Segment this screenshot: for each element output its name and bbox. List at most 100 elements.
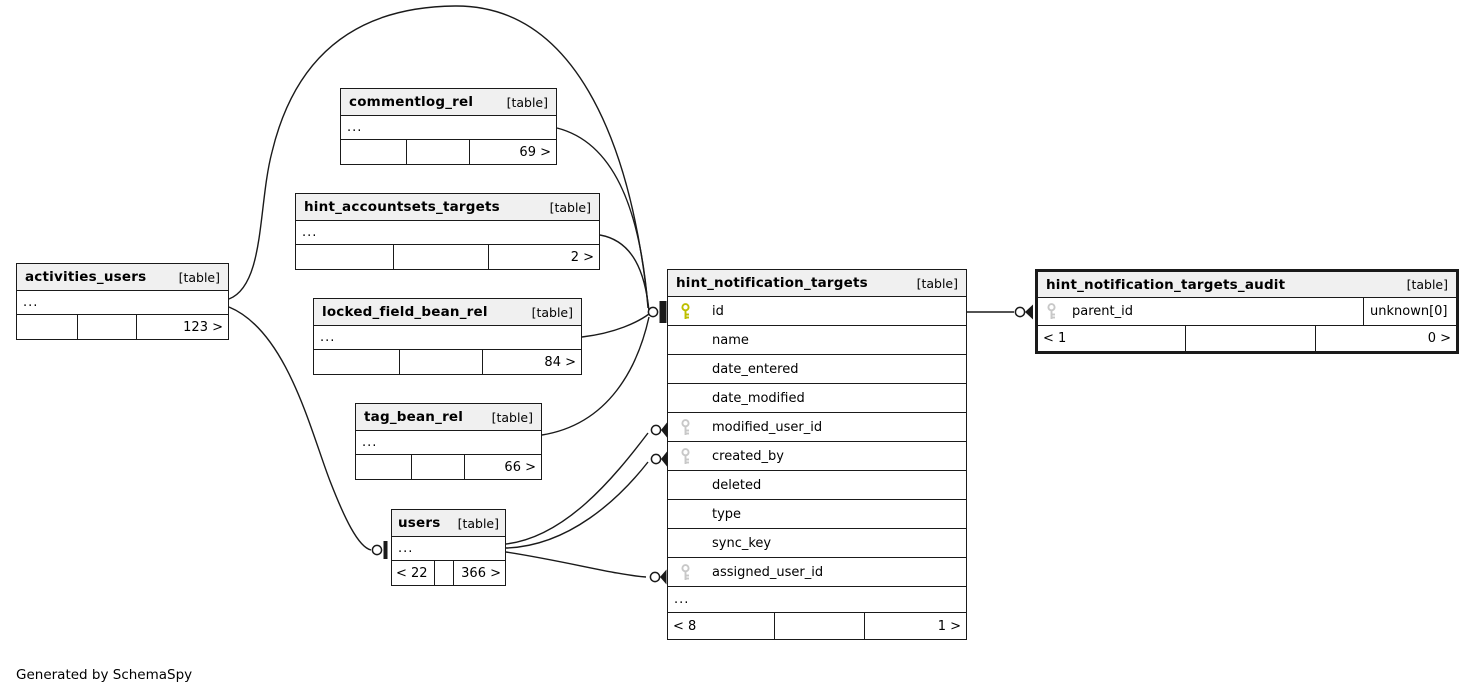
column-row-id: id	[668, 297, 966, 326]
table-type-label: [table]	[506, 94, 548, 110]
table-tag_bean_rel: tag_bean_rel [table] ... 66 >	[355, 403, 542, 480]
edge-users-to-modified_user_id	[505, 432, 649, 545]
table-title-hint_notification_targets_audit[interactable]: hint_notification_targets_audit	[1046, 276, 1286, 293]
edge-locked_field_bean_rel-to-id	[581, 313, 650, 338]
columns-ellipsis: ...	[362, 435, 378, 450]
pager-mid	[399, 350, 482, 374]
pager-left: < 1	[1043, 331, 1067, 346]
pager-mid	[406, 140, 469, 164]
pager-right: 66 >	[464, 455, 541, 479]
column-row-date_entered: date_entered	[668, 355, 966, 384]
column-row-assigned_user_id: assigned_user_id	[668, 558, 966, 587]
marker-crow-created_by	[661, 451, 667, 467]
table-title-hint_notification_targets[interactable]: hint_notification_targets	[676, 275, 868, 291]
pager-left	[341, 140, 406, 164]
pager-mid	[434, 561, 453, 585]
column-name: id	[712, 303, 724, 319]
edge-users-to-assigned_user_id	[505, 551, 647, 578]
columns-ellipsis: ...	[302, 225, 318, 240]
pager-mid	[411, 455, 464, 479]
pager-mid	[774, 613, 864, 639]
pager-mid	[77, 315, 136, 339]
table-pager: 69 >	[341, 139, 556, 164]
table-pager: 66 >	[356, 454, 541, 479]
marker-odot-created_by	[650, 453, 662, 465]
table-users: users [table] ... < 22 366 >	[391, 509, 506, 586]
column-name: assigned_user_id	[712, 564, 824, 580]
pager-right: 2 >	[488, 245, 599, 269]
table-type-label: [table]	[491, 409, 533, 425]
pager-right: 123 >	[136, 315, 228, 339]
marker-crow-audit-parent_id	[1025, 304, 1033, 320]
marker-odot-assigned_user_id	[649, 571, 661, 583]
marker-tee-users	[383, 541, 388, 559]
table-title-tag_bean_rel[interactable]: tag_bean_rel	[364, 409, 464, 425]
column-type-note: unknown[0]	[1363, 298, 1456, 325]
pager-left	[17, 315, 77, 339]
column-name: parent_id	[1072, 304, 1133, 319]
pager-left: < 22	[396, 565, 428, 581]
table-pager: 123 >	[17, 314, 228, 339]
edge-users-to-created_by	[505, 461, 649, 549]
marker-odot-id	[647, 306, 659, 318]
columns-ellipsis: ...	[320, 330, 336, 345]
edge-commentlog_rel-to-id	[556, 127, 649, 309]
foreign-key-icon	[681, 418, 690, 435]
table-header: users [table]	[392, 510, 505, 537]
table-header: tag_bean_rel [table]	[356, 404, 541, 431]
edge-activities_users-to-users	[228, 306, 372, 551]
edge-tag_bean_rel-to-id	[541, 316, 650, 436]
table-title-hint_accountsets_targets[interactable]: hint_accountsets_targets	[304, 199, 500, 215]
column-name: modified_user_id	[712, 419, 823, 435]
table-title-users[interactable]: users	[398, 515, 441, 531]
table-activities_users: activities_users [table] ... 123 >	[16, 263, 229, 340]
edge-hint_accountsets_targets-to-id	[599, 234, 650, 312]
marker-odot-users	[371, 544, 383, 556]
pager-mid	[1185, 326, 1315, 351]
table-title-commentlog_rel[interactable]: commentlog_rel	[349, 94, 474, 110]
table-pager: < 22 366 >	[392, 560, 505, 585]
table-type-label: [table]	[457, 515, 499, 531]
table-hint_accountsets_targets: hint_accountsets_targets [table] ... 2 >	[295, 193, 600, 270]
columns-ellipsis: ...	[347, 120, 363, 135]
edge-markers	[371, 301, 1033, 585]
pager-left	[296, 245, 393, 269]
column-name: date_entered	[712, 361, 799, 377]
pager-right: 69 >	[469, 140, 556, 164]
table-pager: < 8 1 >	[668, 613, 966, 639]
table-pager: 84 >	[314, 349, 581, 374]
marker-odot-modified_user_id	[650, 424, 662, 436]
column-name: date_modified	[712, 390, 805, 406]
column-row-type: type	[668, 500, 966, 529]
marker-crow-assigned_user_id	[660, 569, 667, 585]
columns-ellipsis: ...	[23, 295, 39, 310]
marker-tee-cluster-id	[659, 301, 667, 323]
table-type-label: [table]	[1406, 277, 1448, 292]
pager-right: 1 >	[864, 613, 966, 639]
column-name: created_by	[712, 448, 784, 464]
pager-right: 84 >	[482, 350, 581, 374]
table-header: locked_field_bean_rel [table]	[314, 299, 581, 326]
table-commentlog_rel: commentlog_rel [table] ... 69 >	[340, 88, 557, 165]
table-hint_notification_targets: hint_notification_targets [table] id nam…	[667, 269, 967, 640]
table-pager: < 1 0 >	[1038, 326, 1456, 351]
foreign-key-icon	[681, 563, 690, 580]
marker-crow-modified_user_id	[661, 422, 667, 438]
table-locked_field_bean_rel: locked_field_bean_rel [table] ... 84 >	[313, 298, 582, 375]
column-row-date_modified: date_modified	[668, 384, 966, 413]
table-type-label: [table]	[549, 199, 591, 215]
column-row-sync_key: sync_key	[668, 529, 966, 558]
column-row-modified_user_id: modified_user_id	[668, 413, 966, 442]
table-title-activities_users[interactable]: activities_users	[25, 269, 147, 285]
table-header: hint_notification_targets [table]	[668, 270, 966, 297]
table-type-label: [table]	[916, 275, 958, 291]
table-pager: 2 >	[296, 244, 599, 269]
columns-ellipsis: ...	[668, 587, 966, 613]
foreign-key-icon	[681, 447, 690, 464]
column-name: deleted	[712, 477, 762, 493]
pager-mid	[393, 245, 488, 269]
table-title-locked_field_bean_rel[interactable]: locked_field_bean_rel	[322, 304, 488, 320]
pager-left	[356, 455, 411, 479]
marker-odot-audit-parent_id	[1014, 306, 1026, 318]
